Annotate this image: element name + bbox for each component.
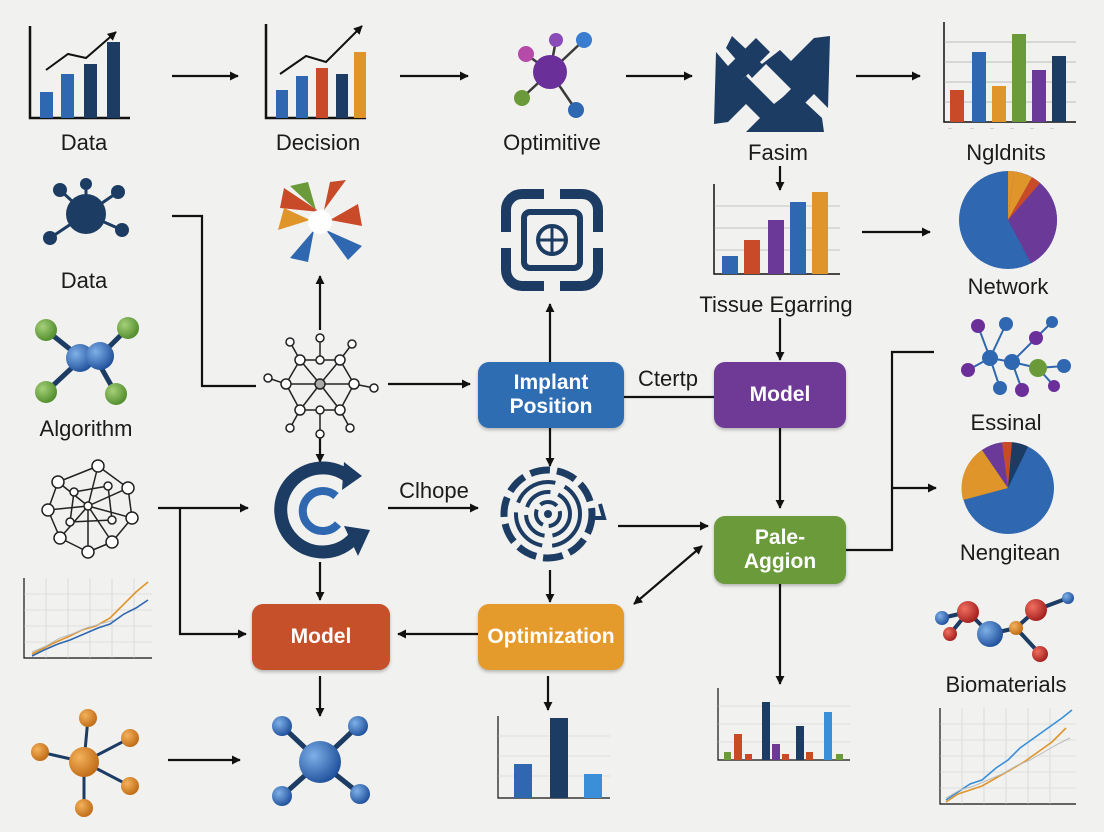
model-box-purple: Model — [714, 362, 846, 428]
molecule-icon — [935, 592, 1074, 662]
pie-chart-icon — [959, 171, 1058, 269]
molecule-icon — [31, 709, 139, 817]
pie-chart-icon — [961, 442, 1054, 534]
arrow-algorithm-model — [178, 508, 247, 639]
hub-network-icon — [43, 178, 129, 245]
label-data-mid: Data — [60, 268, 108, 293]
label-biomaterials: Biomaterials — [945, 672, 1067, 697]
bar-chart-icon — [713, 184, 840, 275]
bar-chart-icon — [717, 688, 850, 761]
label-data-top: Data — [60, 130, 108, 155]
network-graph-icon — [263, 333, 379, 439]
molecule-icon — [272, 716, 370, 806]
svg-text:··: ·· — [1010, 126, 1014, 132]
refresh-arrow-icon — [274, 461, 370, 559]
bar-chart-icon: ·· ·· ·· ·· ·· ·· — [943, 22, 1076, 132]
svg-text:··: ·· — [990, 126, 994, 132]
circuit-chip-icon — [498, 186, 606, 294]
label-clhope: Clhope — [399, 478, 469, 503]
label-nengitean: Nengitean — [959, 540, 1061, 565]
fingerprint-gear-icon — [500, 466, 607, 562]
bar-chart-icon — [264, 24, 366, 120]
label-decision: Decision — [275, 130, 361, 155]
arrow-pale-optimization — [633, 545, 703, 605]
implant-position-box: Implant Position — [478, 362, 624, 428]
svg-text:··: ·· — [1050, 126, 1054, 132]
model-box-red: Model — [252, 604, 390, 670]
network-graph-icon — [41, 459, 139, 559]
molecule-icon — [35, 317, 139, 405]
pale-aggion-line1: Pale- — [754, 525, 806, 549]
svg-text:··: ·· — [1030, 126, 1034, 132]
label-optimitive: Optimitive — [503, 130, 601, 155]
implant-position-line2: Position — [509, 395, 593, 418]
label-algorithm: Algorithm — [39, 416, 133, 441]
label-ctertp: Ctertp — [638, 366, 698, 391]
line-chart-icon — [23, 578, 152, 659]
crossed-arrows-icon — [714, 36, 830, 132]
arrow-data-implant — [172, 214, 256, 388]
connectors — [158, 71, 937, 765]
line-chart-icon — [939, 708, 1076, 805]
label-ngldnits: Ngldnits — [966, 140, 1046, 165]
label-network: Network — [967, 274, 1049, 299]
label-essinal: Essinal — [970, 410, 1042, 435]
molecule-icon — [514, 32, 592, 118]
pinwheel-icon — [278, 180, 362, 262]
pale-aggion-box: Pale- Aggion — [714, 516, 846, 584]
svg-text:··: ·· — [970, 126, 974, 132]
optimization-box: Optimization — [478, 604, 624, 670]
line-pale-right — [846, 350, 934, 552]
svg-text:··: ·· — [948, 126, 952, 132]
implant-position-line1: Implant — [513, 370, 589, 394]
molecule-icon — [961, 316, 1071, 397]
bar-chart-icon — [497, 716, 610, 799]
label-fasim: Fasim — [748, 140, 808, 165]
label-tissue-egarring: Tissue Egarring — [699, 292, 853, 317]
bar-chart-icon — [28, 26, 130, 120]
pale-aggion-line2: Aggion — [743, 550, 817, 573]
